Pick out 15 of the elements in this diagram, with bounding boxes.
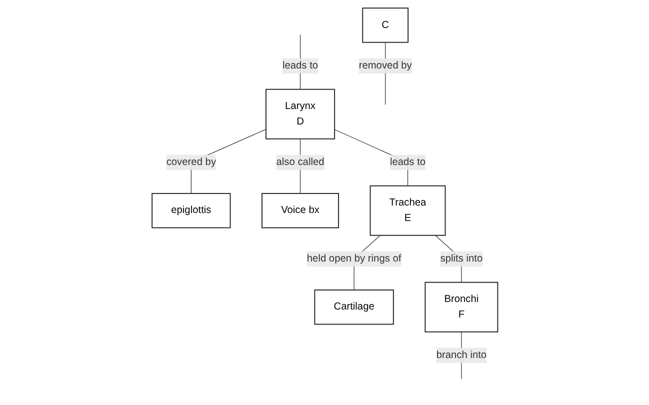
node-box: Voice bx bbox=[261, 192, 339, 228]
edge-label: removed by bbox=[358, 60, 412, 70]
node-box: Larynx D bbox=[265, 88, 335, 139]
edge-label: held open by rings of bbox=[306, 252, 401, 264]
edge-label: leads to bbox=[390, 156, 426, 167]
edge-label: covered by bbox=[166, 156, 216, 167]
edge-label: branch into bbox=[436, 349, 486, 360]
edge-label: leads to bbox=[282, 60, 318, 70]
node-box: Bronchi F bbox=[424, 281, 498, 332]
edge-label: splits into bbox=[440, 252, 482, 264]
node-box: Cartilage bbox=[314, 289, 394, 324]
edge-label: also called bbox=[276, 156, 324, 167]
node-box: C bbox=[362, 7, 408, 42]
node-box: epiglottis bbox=[151, 192, 230, 228]
node-box: Trachea E bbox=[369, 184, 446, 236]
